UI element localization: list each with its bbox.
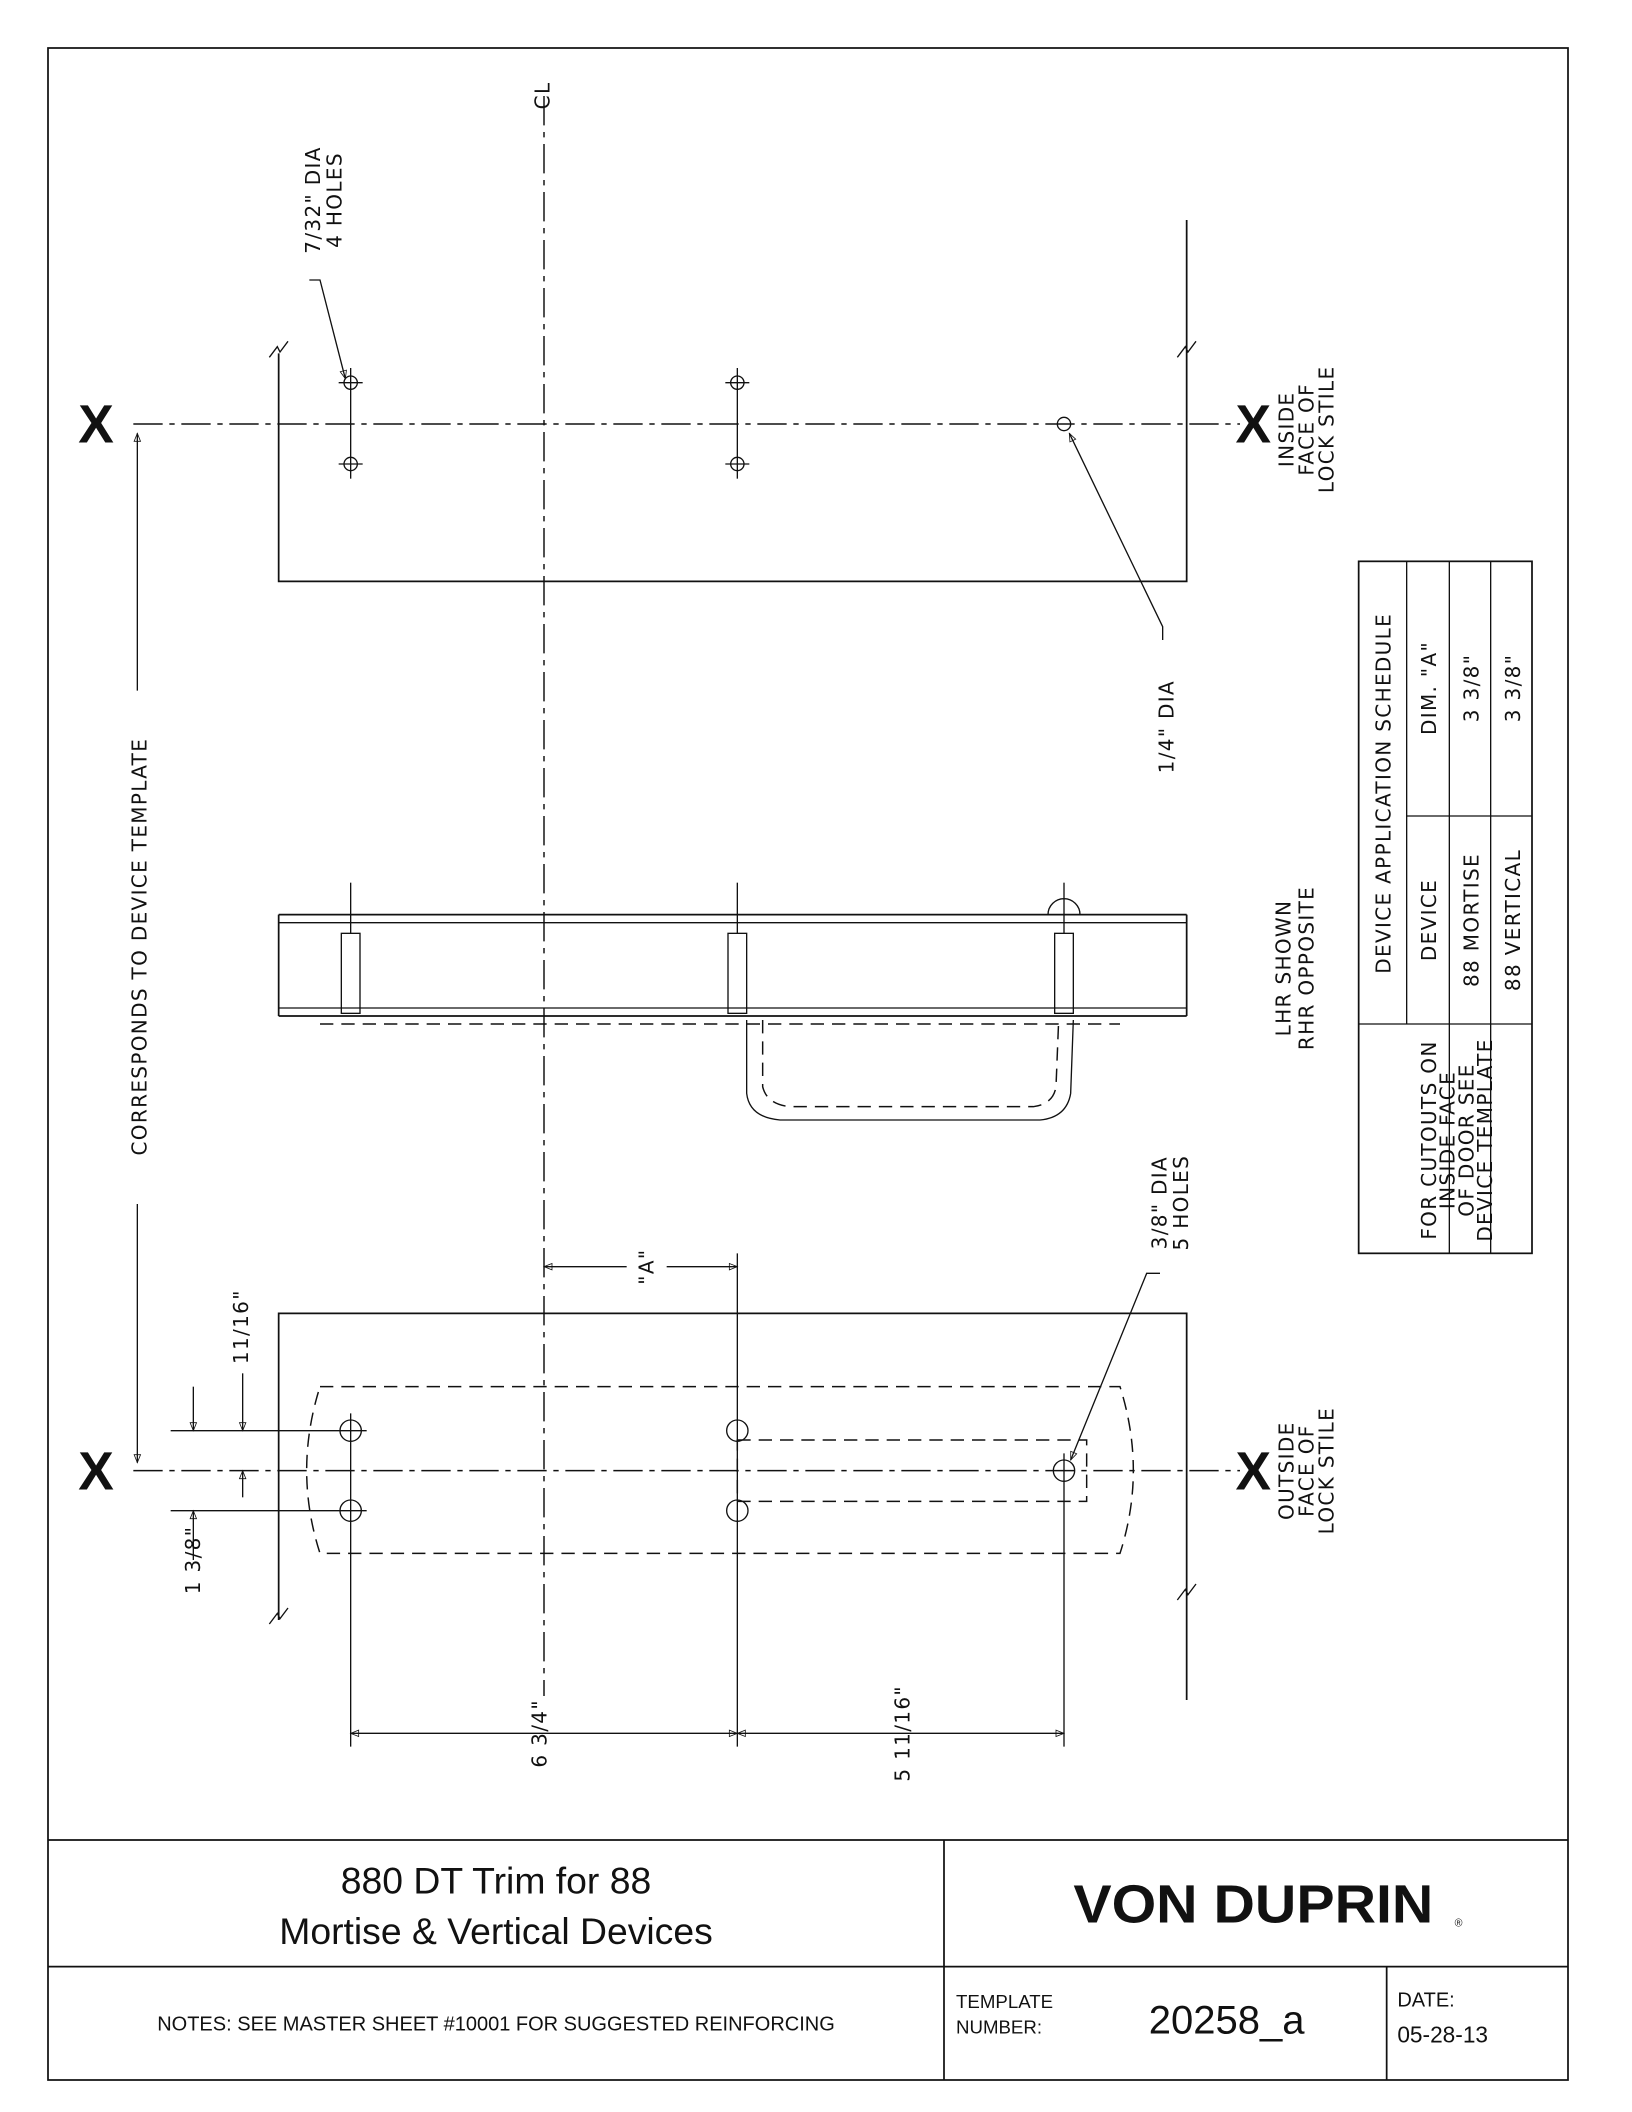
schedule-row-dim: 3 3/8" (1460, 654, 1484, 722)
notes-text: NOTES: SEE MASTER SHEET #10001 FOR SUGGE… (157, 2014, 835, 2036)
centerline: CL (530, 82, 554, 1696)
hole-note-bottom-line2: 5 HOLES (1169, 1155, 1193, 1251)
schedule-row-dim: 3 3/8" (1501, 654, 1525, 722)
corresponds-note: CORRESPONDS TO DEVICE TEMPLATE (128, 738, 152, 1156)
dim-11-16: 11/16" (229, 1289, 253, 1364)
schedule-header-device: DEVICE (1417, 879, 1441, 961)
brand-logo: VON DUPRIN (1073, 1876, 1433, 1935)
dim-5-11-16: 5 11/16" (890, 1685, 914, 1782)
outside-face-line3: LOCK STILE (1314, 1407, 1338, 1535)
dim-6-3-4: 6 3/4" (528, 1699, 552, 1767)
device-application-schedule: DEVICE APPLICATION SCHEDULE DEVICE DIM. … (1357, 560, 1533, 1255)
inside-face-line2: FACE OF (1294, 383, 1318, 476)
hole-note-bottom-line1: 3/8" DIA (1148, 1156, 1172, 1249)
handing-line1: LHR SHOWN (1272, 900, 1296, 1037)
device-side-view: LHR SHOWN RHR OPPOSITE CORRESPONDS TO DE… (128, 432, 1318, 1464)
template-label: TEMPLATE (956, 1991, 1053, 2012)
schedule-header-dim: DIM. "A" (1417, 641, 1441, 735)
template-label: NUMBER: (956, 2016, 1042, 2037)
registered-mark: ® (1455, 1918, 1463, 1930)
schedule-row-device: 88 VERTICAL (1501, 849, 1525, 991)
date-label: DATE: (1397, 1990, 1454, 2012)
schedule-note: DEVICE TEMPLATE (1473, 1038, 1497, 1241)
outside-face-line2: FACE OF (1294, 1424, 1318, 1517)
inside-face-line1: INSIDE (1274, 392, 1298, 468)
hole-note-line2: 4 HOLES (322, 152, 346, 248)
title-line1: 880 DT Trim for 88 (341, 1859, 652, 1901)
outside-view: X X "A" 6 3/4" 5 11/16" 11/16" 1 3/8" 3/… (78, 1155, 1338, 1782)
schedule-note: FOR CUTOUTS ON (1417, 1040, 1441, 1239)
schedule-note: OF DOOR SEE (1454, 1063, 1478, 1216)
x-mark: X (1236, 1442, 1272, 1501)
dim-1-3-8: 1 3/8" (181, 1526, 205, 1594)
sheet-border (47, 47, 1569, 2081)
dim-a: "A" (634, 1249, 658, 1285)
x-mark: X (78, 396, 114, 455)
date-value: 05-28-13 (1397, 2022, 1488, 2048)
hole-note-line1: 7/32" DIA (301, 146, 325, 253)
mounting-holes-small (338, 368, 1072, 479)
x-mark: X (1236, 396, 1272, 455)
schedule-note: INSIDE FACE (1436, 1071, 1460, 1209)
hole-note-single: 1/4" DIA (1154, 680, 1178, 773)
x-mark: X (78, 1442, 114, 1501)
inside-view: X X 7/32" DIA 4 HOLES 1/4" DIA INSIDE FA… (78, 146, 1338, 773)
handing-line2: RHR OPPOSITE (1294, 886, 1318, 1050)
schedule-row-device: 88 MORTISE (1460, 853, 1484, 987)
title-block: 880 DT Trim for 88 Mortise & Vertical De… (48, 1839, 1568, 2080)
centerline-symbol: CL (530, 82, 554, 110)
template-number: 20258_a (1149, 1998, 1305, 2042)
title-line2: Mortise & Vertical Devices (279, 1910, 713, 1952)
inside-face-line3: LOCK STILE (1314, 366, 1338, 494)
outside-face-line1: OUTSIDE (1274, 1421, 1298, 1520)
schedule-title: DEVICE APPLICATION SCHEDULE (1372, 613, 1396, 974)
